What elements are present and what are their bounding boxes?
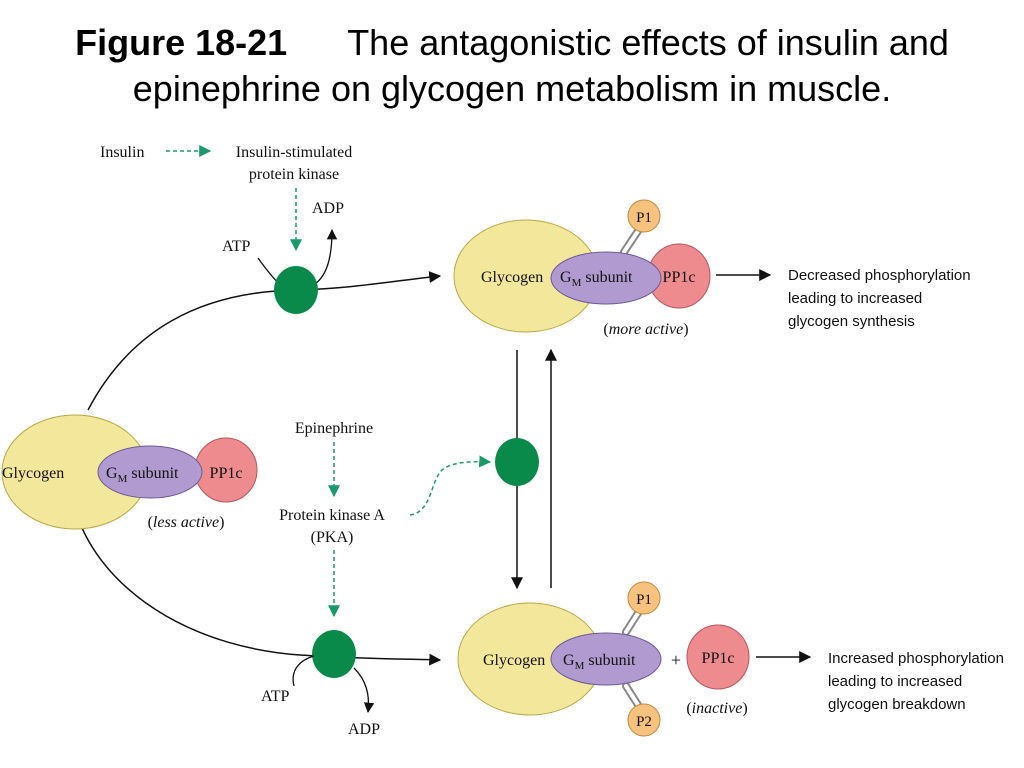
figure-label: Figure 18-21 [75,22,288,63]
pp1c-label-top: PP1c [663,269,696,286]
gm-subunit-label-bottom: GM subunit [563,652,636,672]
outcome-top-line1: Decreased phosphorylation [788,267,971,284]
pka-kinase-circle-middle [495,438,539,486]
plus-sign: + [671,650,681,670]
epinephrine-label: Epinephrine [295,420,373,437]
less-active-label: (less active) [148,514,225,531]
p1-phosphate-bottom [627,581,661,615]
insulin-label: Insulin [100,144,144,161]
outcome-top-line2: leading to increased [788,290,922,307]
p1-label-bottom: P1 [636,592,652,608]
atp-label-top: ATP [222,238,251,255]
adp-label-top: ADP [312,200,344,217]
glycogen-label-top: Glycogen [481,269,543,286]
inactive-label: (inactive) [686,700,747,717]
insulin-kinase-label-2: protein kinase [249,166,339,183]
outcome-top-line3: glycogen synthesis [788,313,915,330]
atp-curve-bottom [292,655,315,687]
glycogen-complex-phosphorylated: P1 P2 Glycogen GM subunit [457,581,662,737]
insulin-kinase-circle [274,266,318,314]
adp-label-bottom: ADP [348,721,380,738]
pka-label-1: Protein kinase A [279,507,385,524]
phosphorylation-arrow-bottom [81,527,442,666]
p2-label: P2 [636,714,652,730]
outcome-bottom-line1: Increased phosphorylation [828,650,1004,667]
p1-linker-top-inner [622,226,642,254]
pp1c-label-left: PP1c [210,465,243,482]
pka-kinase-circle-bottom [312,630,356,678]
figure-caption-line2: epinephrine on glycogen metabolism in mu… [132,68,892,109]
insulin-kinase-label-1: Insulin-stimulated [236,144,352,161]
glycogen-complex-more-active: P1 Glycogen GM subunit PP1c (more active… [453,199,711,338]
activation-arrow-top [87,271,442,411]
adp-curve-bottom [353,667,375,714]
more-active-label: (more active) [603,321,688,338]
glycogen-complex-less-active: Glycogen GM subunit PP1c (less active) [1,414,258,531]
caption-text-1: The antagonistic effects of insulin and [347,22,949,63]
p2-phosphate [627,703,661,737]
pka-dashed-arrow-right [409,455,492,516]
outcome-bottom-line3: glycogen breakdown [828,696,966,713]
glycogen-label-bottom: Glycogen [483,652,545,669]
p1-phosphate-top [627,199,661,233]
atp-label-bottom: ATP [261,688,290,705]
outcome-bottom-line2: leading to increased [828,673,962,690]
gm-subunit-top [550,251,662,305]
gm-subunit-left [97,445,203,499]
gm-subunit-label-top: GM subunit [560,269,633,289]
pp1c-label-bottom: PP1c [702,650,735,667]
figure-caption-line1: Figure 18-21 The antagonistic effects of … [0,20,1024,66]
gm-subunit-bottom [550,632,662,686]
pp1c-free-inactive [686,624,750,690]
gm-subunit-label-left: GM subunit [106,465,179,485]
glycogen-label-left: Glycogen [2,465,64,482]
p1-linker-bottom-inner [624,608,642,634]
p1-label-top: P1 [636,210,652,226]
pka-label-2: (PKA) [311,529,354,546]
p2-linker-inner [624,684,642,710]
adp-curve-top [311,228,338,287]
